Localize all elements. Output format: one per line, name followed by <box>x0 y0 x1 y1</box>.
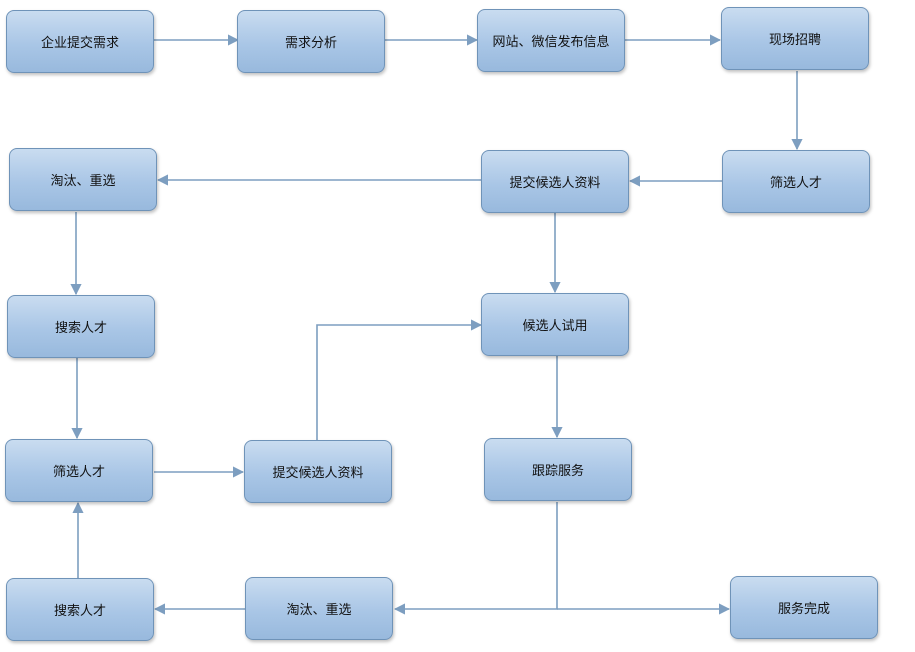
node-publish-info: 网站、微信发布信息 <box>477 9 625 72</box>
node-follow-up-service: 跟踪服务 <box>484 438 632 501</box>
node-screen-talent-2: 筛选人才 <box>5 439 153 502</box>
node-submit-candidate-1: 提交候选人资料 <box>481 150 629 213</box>
node-submit-candidate-2: 提交候选人资料 <box>244 440 392 503</box>
node-screen-talent-1: 筛选人才 <box>722 150 870 213</box>
node-search-talent-2: 搜索人才 <box>6 578 154 641</box>
node-eliminate-reselect-2: 淘汰、重选 <box>245 577 393 640</box>
node-demand-analysis: 需求分析 <box>237 10 385 73</box>
edge-n12-n14 <box>393 502 558 615</box>
node-enterprise-submit-demand: 企业提交需求 <box>6 10 154 73</box>
edge-n11-n8 <box>316 319 483 440</box>
node-service-complete: 服务完成 <box>730 576 878 639</box>
node-eliminate-reselect-1: 淘汰、重选 <box>9 148 157 211</box>
node-search-talent-1: 搜索人才 <box>7 295 155 358</box>
node-candidate-trial: 候选人试用 <box>481 293 629 356</box>
node-onsite-recruit: 现场招聘 <box>721 7 869 70</box>
